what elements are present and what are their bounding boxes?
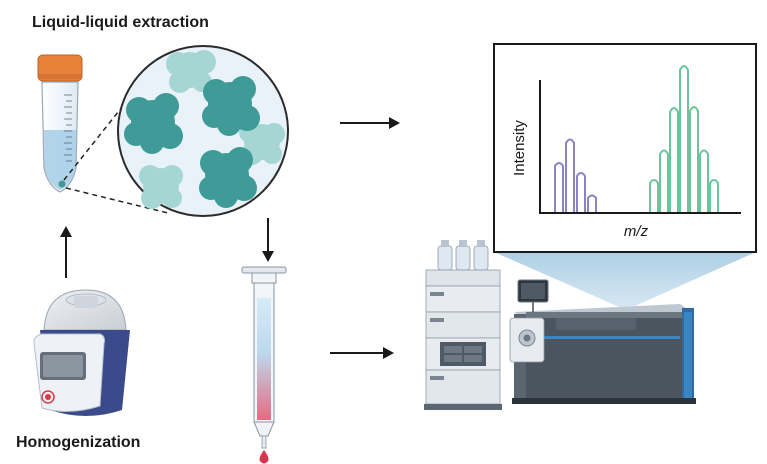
column-gradient [257,298,271,420]
mass-spectrum-panel: Intensity m/z [493,43,757,253]
aggregate-light [166,50,216,93]
aggregate-dark [202,76,260,136]
liquid-liquid-extraction-label: Liquid-liquid extraction [32,14,209,31]
ms-stripe [540,336,680,339]
spectrum-series-a [554,138,597,212]
aggregate-light [139,165,183,209]
arrow-right-bottom [330,347,394,359]
eluate-drop [259,450,269,464]
y-axis-label: Intensity [511,120,528,176]
tube-graduations [64,94,72,162]
tube-pellet [58,180,66,188]
mass-spectrometer [509,279,696,404]
arrow-right-top [340,117,400,129]
spectrum-series-b [649,65,719,212]
tube-liquid [44,130,76,190]
solvent-bottles [437,240,489,271]
homogenization-label: Homogenization [16,434,141,451]
x-axis-label: m/z [624,223,649,240]
arrow-down [262,218,274,262]
arrow-up [60,226,72,278]
aggregate-dark [124,93,183,154]
arrows [60,117,400,359]
projection-beam [494,252,756,310]
magnified-view [117,45,289,217]
homogenizer [33,289,130,416]
aggregate-dark [199,147,257,208]
centrifuge-tube [37,54,83,193]
lc-ms-instrument [424,240,756,410]
spe-column [241,266,287,464]
lc-stack [424,240,502,410]
